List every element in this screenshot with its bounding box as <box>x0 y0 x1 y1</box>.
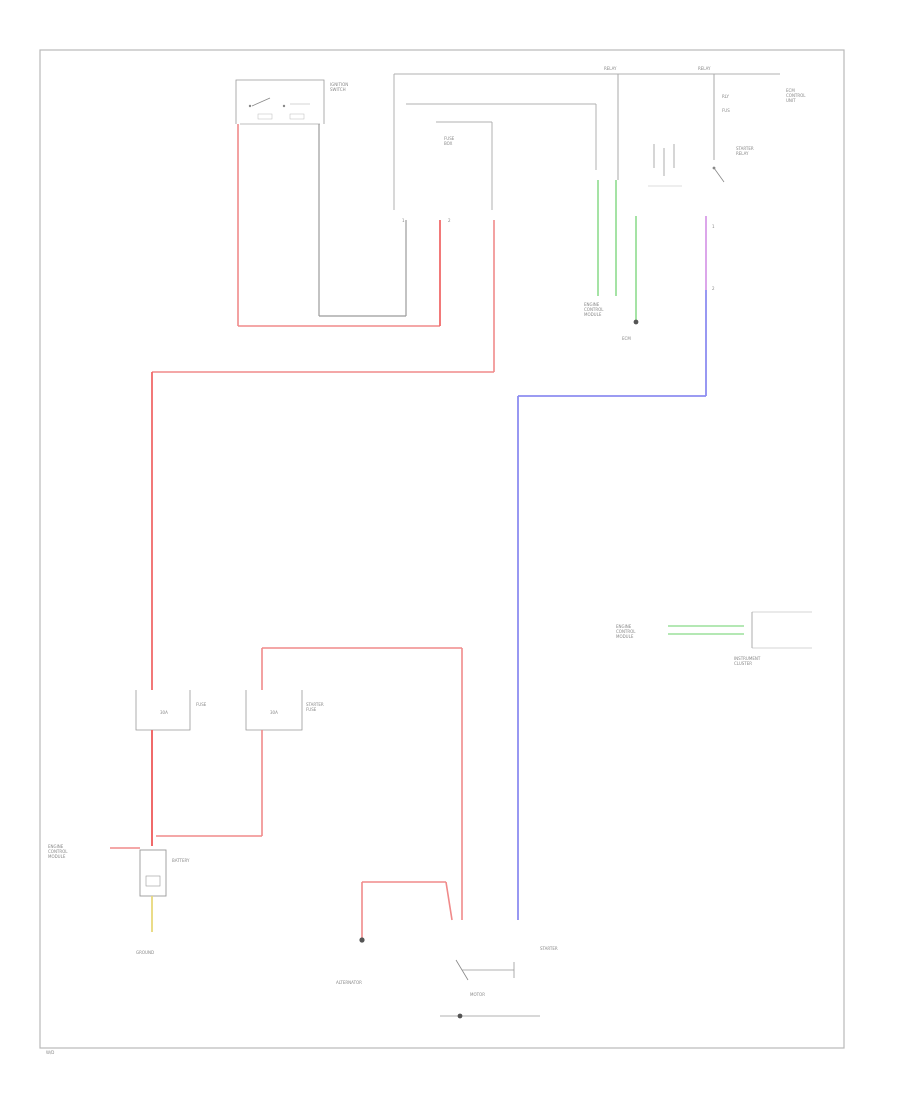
starter-label: STARTER <box>540 946 558 951</box>
fuse-a-box <box>135 690 191 731</box>
svg-text:RLY: RLY <box>722 94 729 99</box>
battery-label: BATTERY <box>172 858 190 863</box>
motor-label: MOTOR <box>470 992 485 997</box>
diagram-border <box>39 49 845 1049</box>
starter-motor: ALTERNATOR STARTER MOTOR <box>336 881 558 1019</box>
svg-text:30A: 30A <box>160 710 168 715</box>
svg-text:1: 1 <box>402 218 405 223</box>
svg-text:2: 2 <box>712 286 715 291</box>
svg-text:30A: 30A <box>270 710 278 715</box>
fuse-a-label: FUSE <box>196 702 207 707</box>
alternator-label: ALTERNATOR <box>336 980 362 985</box>
ground-dot <box>633 319 639 325</box>
relay-top-label-2: RELAY <box>698 66 711 71</box>
svg-text:RELAY: RELAY <box>698 66 711 71</box>
svg-text:FUS: FUS <box>722 108 730 113</box>
svg-text:1: 1 <box>712 224 715 229</box>
alternator-terminal <box>359 937 365 943</box>
relay-top-label: RELAY <box>604 66 617 71</box>
motor-ground-dot <box>457 1013 463 1019</box>
footer-code: W/D <box>46 1050 54 1055</box>
ground-label: GROUND <box>136 950 154 955</box>
fuse-b-box <box>245 690 303 731</box>
svg-text:RELAY: RELAY <box>604 66 617 71</box>
svg-text:2: 2 <box>448 218 451 223</box>
green-connector-label-2: ECM <box>622 336 631 341</box>
